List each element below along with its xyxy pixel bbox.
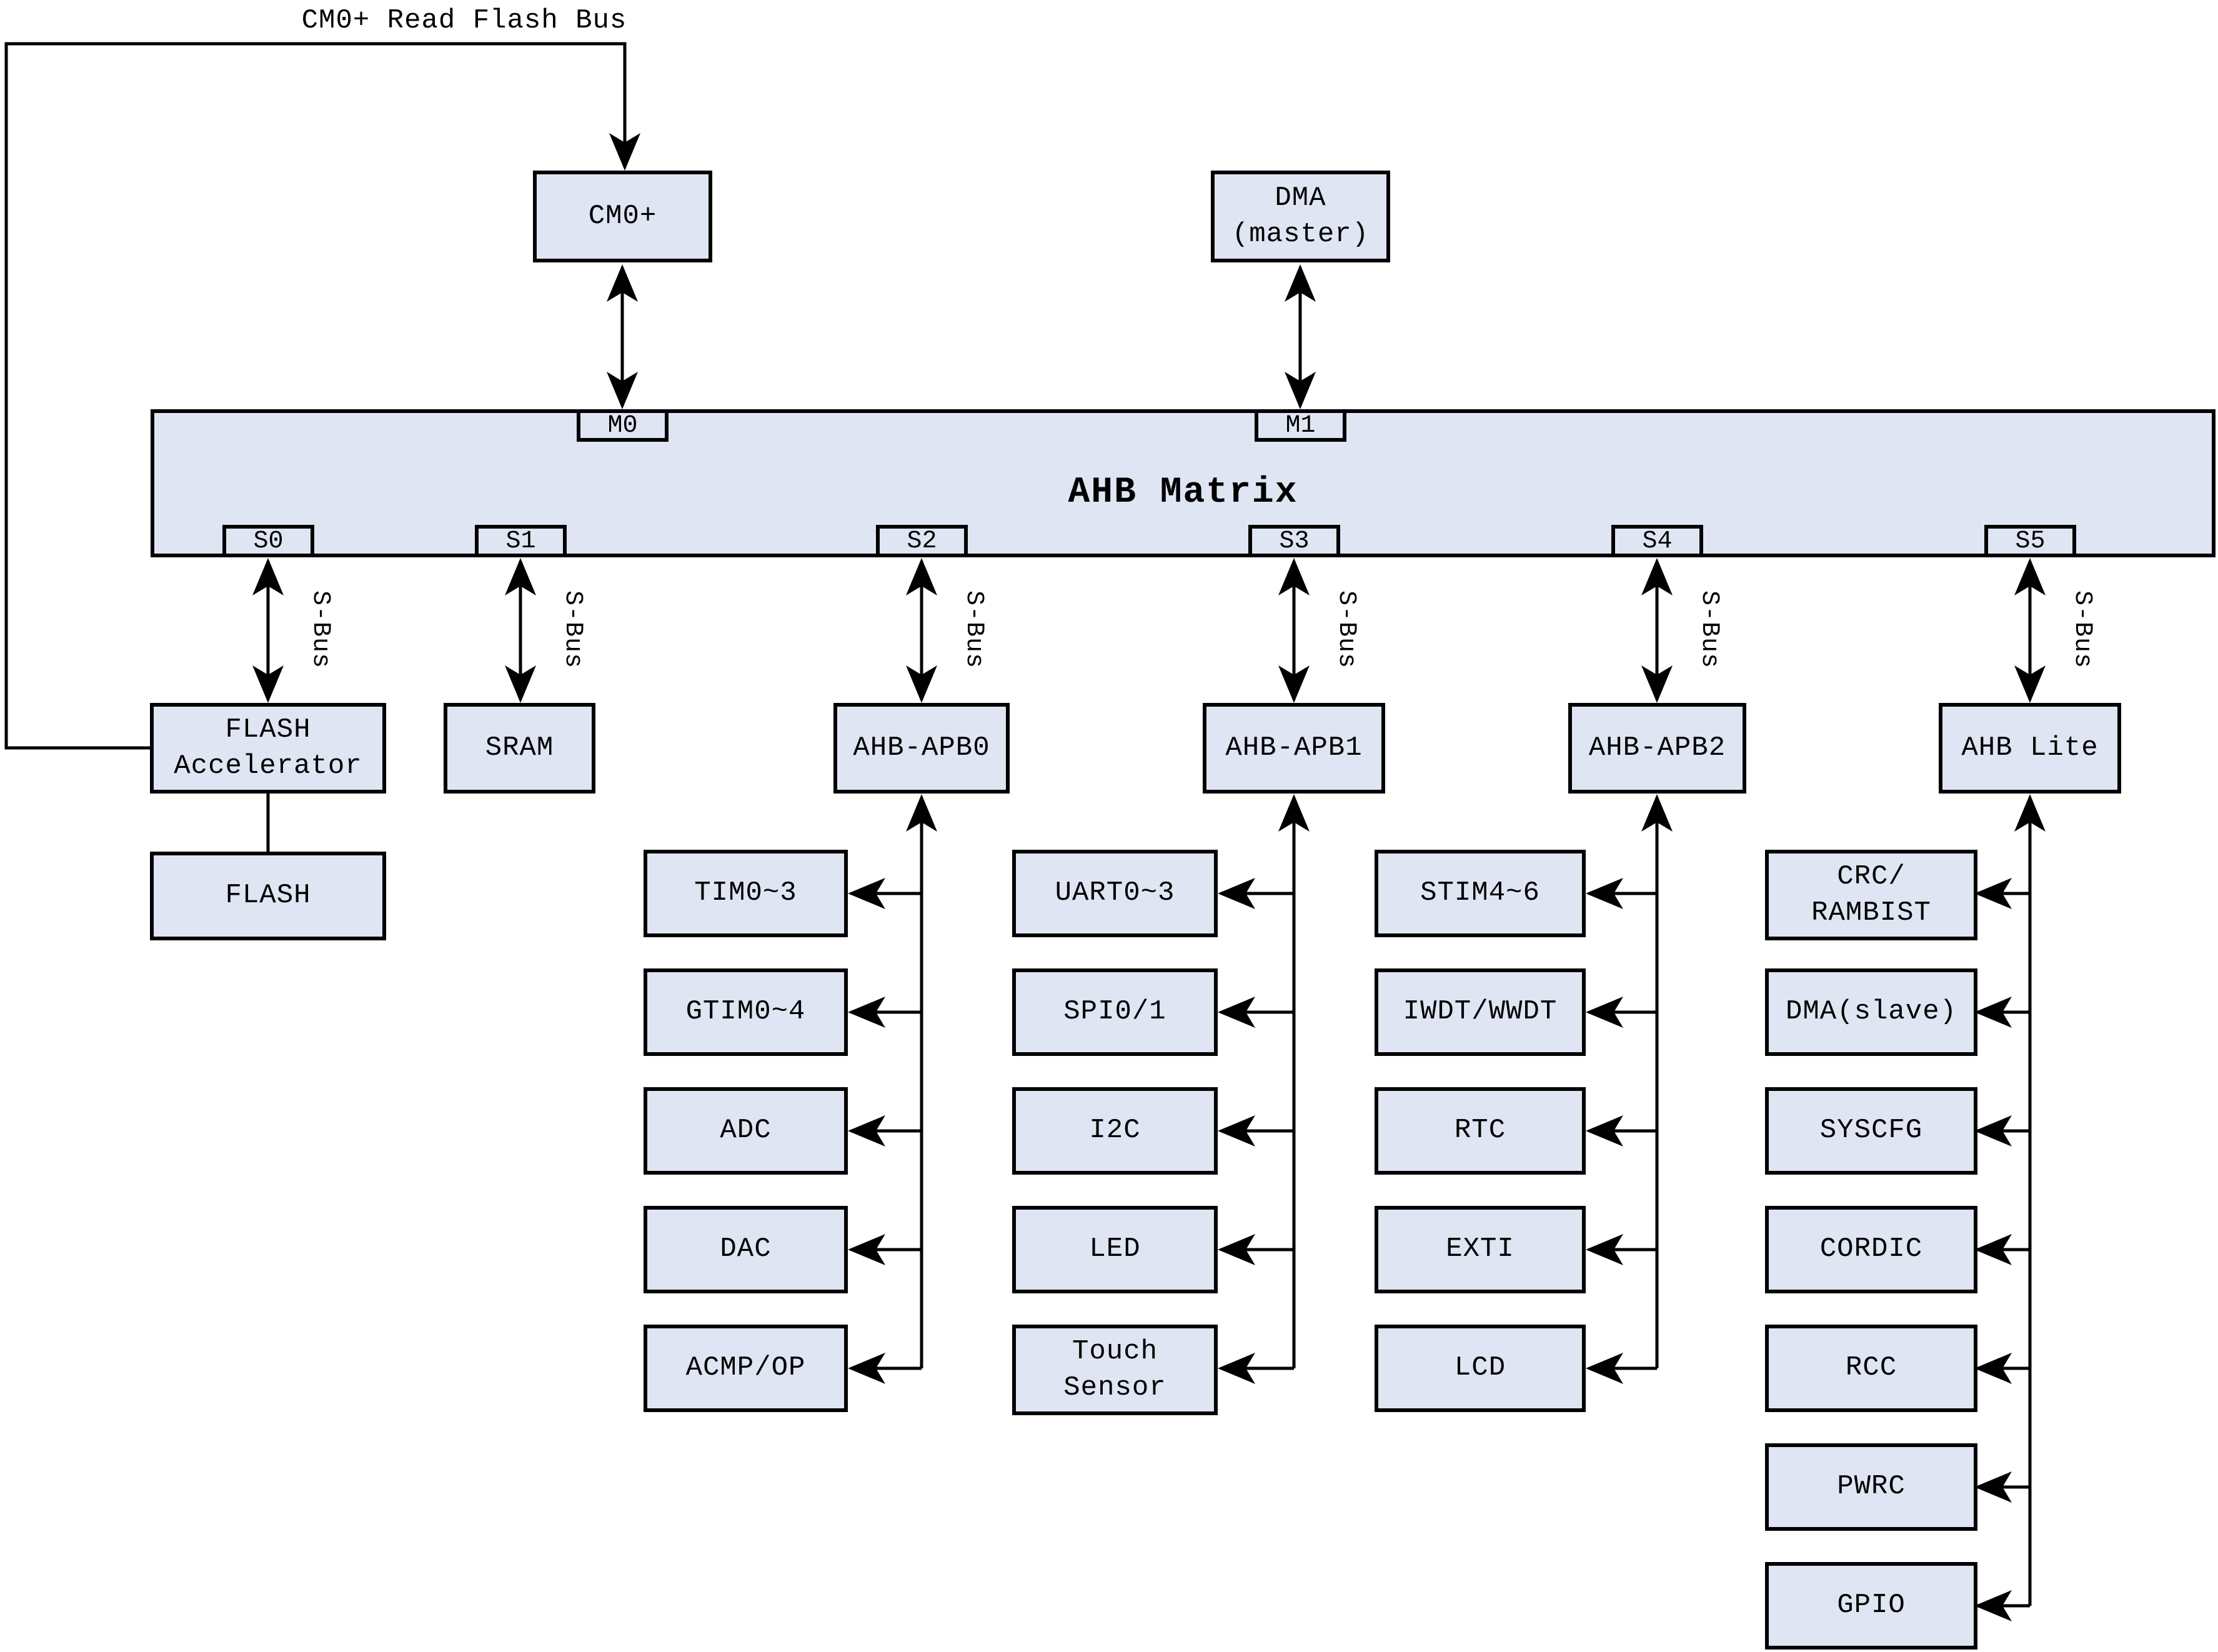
iwdt-wwdt-box: IWDT/WWDT (1375, 968, 1586, 1056)
spi0-1-box: SPI0/1 (1012, 968, 1218, 1056)
uart0-3-box: UART0~3 (1012, 850, 1218, 937)
tim0-3-box: TIM0~3 (644, 850, 848, 937)
port-s3: S3 (1248, 525, 1340, 557)
adc-box: ADC (644, 1087, 848, 1175)
syscfg-box: SYSCFG (1765, 1087, 1977, 1175)
ahb-apb1-box: AHB-APB1 (1203, 703, 1385, 794)
port-s4: S4 (1611, 525, 1703, 557)
gpio-box: GPIO (1765, 1562, 1977, 1650)
port-s2: S2 (876, 525, 968, 557)
i2c-box: I2C (1012, 1087, 1218, 1175)
acmp-op-box: ACMP/OP (644, 1325, 848, 1412)
port-s1: S1 (475, 525, 567, 557)
rcc-box: RCC (1765, 1325, 1977, 1412)
stim4-6-box: STIM4~6 (1375, 850, 1586, 937)
sram-box: SRAM (444, 703, 595, 794)
led-box: LED (1012, 1206, 1218, 1293)
sbus-label-s0: S-Bus (306, 590, 335, 669)
dac-box: DAC (644, 1206, 848, 1293)
rtc-box: RTC (1375, 1087, 1586, 1175)
exti-box: EXTI (1375, 1206, 1586, 1293)
read-flash-bus-label: CM0+ Read Flash Bus (301, 5, 627, 36)
sbus-label-s4: S-Bus (1695, 590, 1724, 669)
sbus-label-s1: S-Bus (559, 590, 587, 669)
touch-sensor-box: Touch Sensor (1012, 1325, 1218, 1415)
port-m1: M1 (1255, 409, 1346, 442)
ahb-lite-box: AHB Lite (1939, 703, 2121, 794)
sbus-label-s3: S-Bus (1332, 590, 1361, 669)
port-s5: S5 (1984, 525, 2076, 557)
gtim0-4-box: GTIM0~4 (644, 968, 848, 1056)
cm0-box: CM0+ (533, 171, 712, 262)
dma-slave-box: DMA(slave) (1765, 968, 1977, 1056)
flash-box: FLASH (150, 852, 386, 940)
sbus-label-s5: S-Bus (2068, 590, 2097, 669)
port-m0: M0 (577, 409, 669, 442)
ahb-apb2-box: AHB-APB2 (1568, 703, 1746, 794)
cordic-box: CORDIC (1765, 1206, 1977, 1293)
ahb-apb0-box: AHB-APB0 (833, 703, 1010, 794)
read-flash-bus-line (4, 42, 640, 750)
port-s0: S0 (222, 525, 314, 557)
lcd-box: LCD (1375, 1325, 1586, 1412)
dma-master-box: DMA (master) (1211, 171, 1390, 262)
flash-accelerator-box: FLASH Accelerator (150, 703, 386, 794)
crc-rambist-box: CRC/ RAMBIST (1765, 850, 1977, 940)
ahb-matrix-bar: AHB Matrix (151, 409, 2216, 557)
pwrc-box: PWRC (1765, 1443, 1977, 1531)
sbus-label-s2: S-Bus (960, 590, 988, 669)
ahb-matrix-title: AHB Matrix (1068, 472, 1298, 513)
